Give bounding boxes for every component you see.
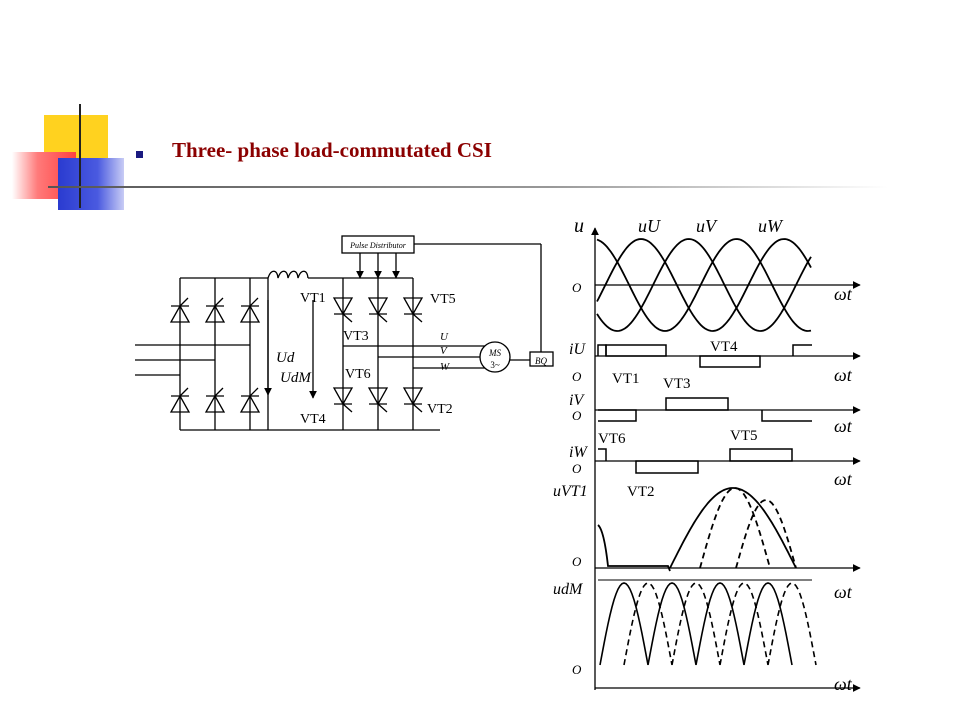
phase-v-label: V: [440, 345, 448, 357]
rectifier-thyristors: [169, 297, 261, 413]
origin-label-3: O: [572, 408, 582, 423]
omega-t-label-2: ωt: [834, 365, 853, 385]
u-axis-label: u: [574, 215, 584, 237]
wave-vt2-label: VT2: [627, 484, 655, 500]
udm-label: UdM: [280, 370, 312, 386]
inverter-thyristors: [332, 297, 424, 413]
circuit-vt5-label: VT5: [430, 292, 456, 307]
iv-label: iV: [569, 392, 585, 409]
origin-label-5: O: [572, 554, 582, 569]
circuit-vt2-label: VT2: [427, 402, 453, 417]
phase-voltage-curves: [596, 238, 812, 332]
title-bullet: [136, 151, 143, 158]
wave-vt5-label: VT5: [730, 428, 758, 444]
circuit-vt6-label: VT6: [345, 367, 371, 382]
circuit-vt3-label: VT3: [343, 329, 369, 344]
wave-vt3-label: VT3: [663, 376, 691, 392]
title-underline: [48, 186, 888, 188]
deco-blue-block: [58, 158, 124, 210]
origin-label-2: O: [572, 369, 582, 384]
omega-t-label-1: ωt: [834, 284, 853, 304]
omega-t-label-5: ωt: [834, 582, 853, 602]
circuit-vt4-label: VT4: [300, 412, 326, 427]
wave-vt1-label: VT1: [612, 371, 640, 387]
phase-current-pulses: [597, 344, 812, 474]
uw-label: uW: [758, 216, 784, 236]
uv-label: uV: [696, 216, 718, 236]
udm-waveform: [598, 579, 817, 666]
motor-label-1: MS: [488, 348, 501, 358]
wave-vt4-label: VT4: [710, 339, 738, 355]
uvt1-label: uVT1: [553, 483, 588, 500]
iu-label: iU: [569, 341, 586, 358]
ud-label: Ud: [276, 350, 295, 366]
sine-u: [596, 238, 812, 332]
omega-t-label-3: ωt: [834, 416, 853, 436]
motor-label-2: 3~: [490, 360, 500, 370]
udm-wave-label: udM: [553, 581, 584, 598]
origin-label-4: O: [572, 461, 582, 476]
deco-vertical-line: [79, 104, 81, 208]
sine-v: [596, 238, 812, 332]
phase-w-label: W: [440, 361, 450, 373]
origin-label-6: O: [572, 662, 582, 677]
omega-t-label-4: ωt: [834, 469, 853, 489]
omega-t-label-6: ωt: [834, 674, 853, 694]
phase-u-label: U: [440, 331, 449, 343]
origin-label-1: O: [572, 280, 582, 295]
circuit-diagram: [135, 235, 554, 431]
sine-w: [596, 238, 812, 332]
iw-label: iW: [569, 444, 588, 461]
uu-label: uU: [638, 216, 661, 236]
circuit-vt1-label: VT1: [300, 291, 326, 306]
wave-vt6-label: VT6: [598, 431, 626, 447]
uvt1-waveform: [597, 487, 797, 572]
slide-title: Three- phase load-commutated CSI: [172, 138, 492, 162]
sensor-label: BQ: [535, 356, 547, 366]
pulse-distributor-label: Pulse Distributor: [349, 241, 407, 250]
